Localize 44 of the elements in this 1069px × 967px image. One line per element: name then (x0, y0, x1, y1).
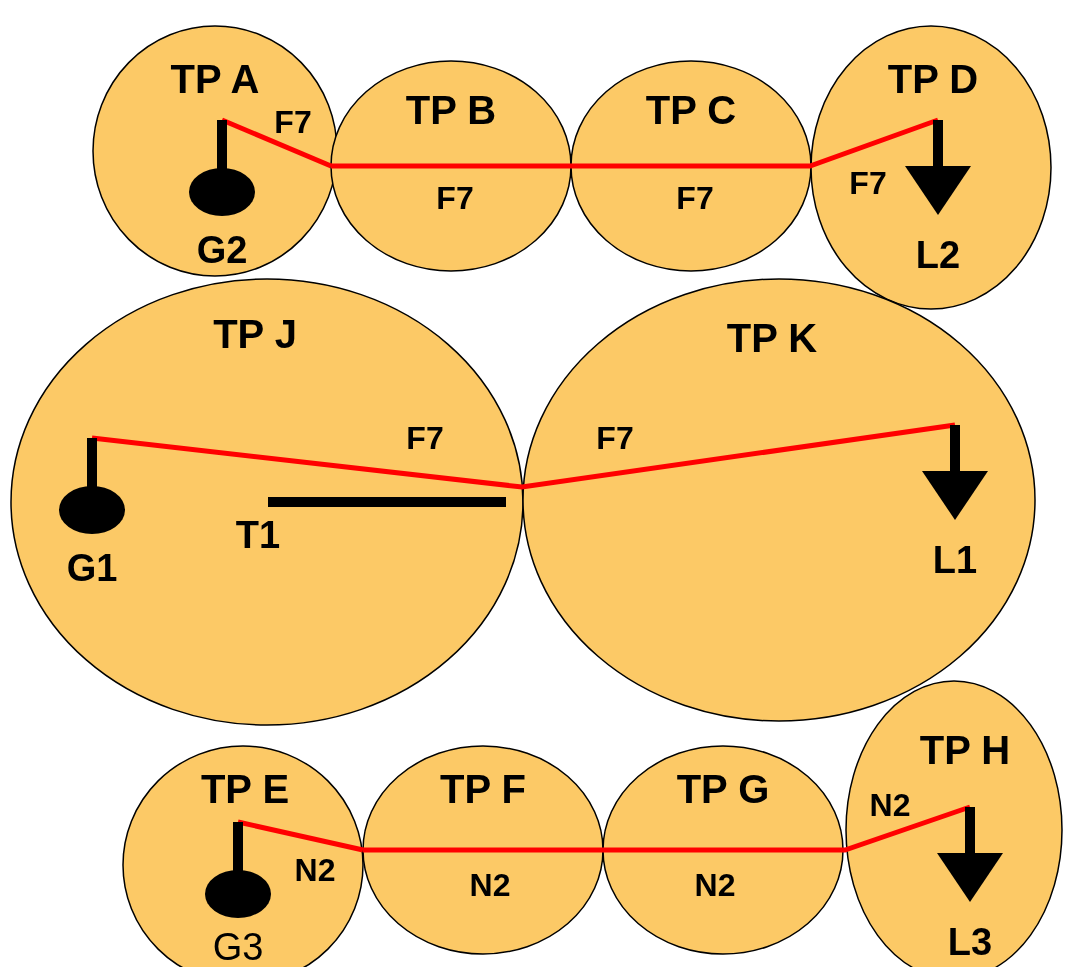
ellipse-region (122, 745, 364, 967)
line-label: F7 (849, 166, 887, 200)
power-line (237, 819, 364, 853)
line-label: T1 (235, 518, 281, 552)
line-label: F7 (676, 181, 714, 215)
line-label: F7 (406, 421, 444, 455)
line-label: N2 (469, 868, 511, 902)
line-label: F7 (596, 421, 634, 455)
symbol-label: L3 (947, 922, 993, 962)
power-line (363, 847, 603, 853)
ellipse-region (810, 25, 1052, 310)
region-title: TP A (170, 57, 260, 101)
ellipse-region (92, 25, 338, 277)
symbol-label: G1 (66, 548, 118, 588)
power-line (221, 117, 332, 169)
region-title: TP E (200, 767, 290, 811)
region-title: TP K (726, 316, 818, 360)
ellipse-region (362, 745, 604, 955)
region-title: TP J (213, 312, 297, 356)
line-label: F7 (436, 181, 474, 215)
line-label: F7 (274, 105, 312, 139)
ellipse-region (330, 60, 572, 272)
power-line (603, 804, 971, 853)
ellipse-region (10, 278, 524, 726)
region-title: TP C (645, 88, 737, 132)
line-label: N2 (869, 788, 911, 822)
power-line (91, 422, 956, 490)
symbol-label: G2 (196, 230, 248, 270)
ellipse-region (602, 745, 844, 955)
line-label: N2 (294, 853, 336, 887)
ellipse-region (570, 60, 812, 272)
symbol-label: G3 (212, 927, 264, 967)
region-title: TP D (887, 57, 979, 101)
symbol-label: L1 (932, 540, 978, 580)
region-title: TP H (919, 728, 1011, 772)
symbol-label: L2 (915, 235, 961, 275)
ellipse-region (522, 278, 1036, 722)
region-title: TP F (440, 767, 526, 811)
line-label: N2 (694, 868, 736, 902)
region-title: TP G (676, 767, 770, 811)
power-line (331, 163, 571, 169)
region-title: TP B (405, 88, 497, 132)
power-line (571, 117, 939, 169)
ellipse-region (845, 680, 1063, 967)
